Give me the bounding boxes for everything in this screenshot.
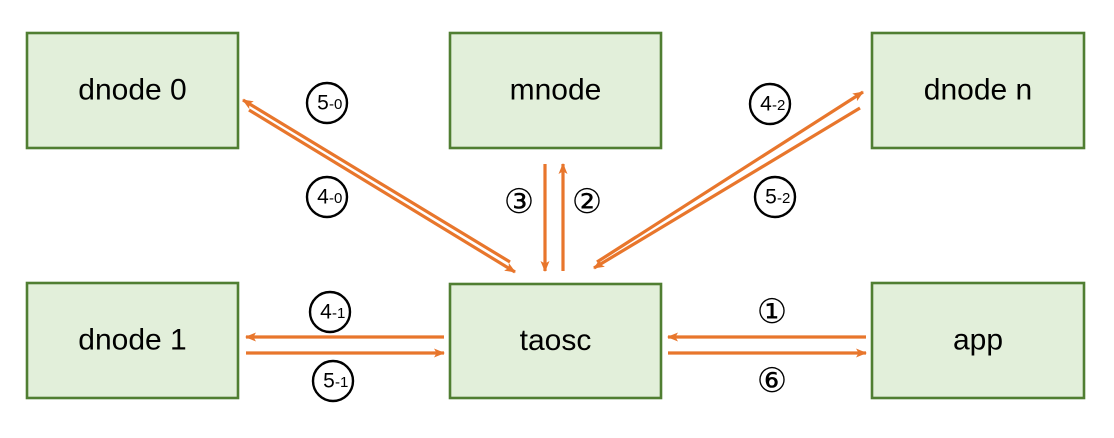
step-badge-circle (748, 82, 792, 126)
node-label: app (953, 323, 1003, 356)
step-badge-circle (311, 359, 355, 403)
arrow-line (596, 90, 864, 264)
step-badge-b4-1: 4-1 (308, 290, 352, 334)
node-label: dnode n (924, 73, 1032, 106)
step-badge-circle (753, 175, 797, 219)
step-badge-suffix: -2 (777, 190, 790, 207)
node-box (448, 31, 663, 150)
node-label: mnode (510, 73, 602, 106)
arrow-line (248, 108, 516, 274)
step-badge-number: 5 (317, 92, 329, 115)
step-badge-suffix: -2 (772, 97, 785, 114)
node-layer: dnode 0 mnode dnode n dnode 1 taosc app (25, 31, 1086, 400)
node-box (25, 281, 240, 400)
arrow-e4-0 (248, 108, 516, 274)
step-badge-b5-1: 5-1 (311, 359, 355, 403)
step-badge-number: 4 (320, 301, 332, 324)
arrow-line (242, 98, 511, 264)
step-badge-glyph: ③ (504, 182, 534, 222)
step-badge-circle (305, 175, 349, 219)
step-badge-b5-2: 5-2 (753, 175, 797, 219)
step-badge-number: 5 (765, 186, 777, 209)
step-badge-number: 4 (317, 186, 329, 209)
node-dnode1[interactable]: dnode 1 (25, 281, 240, 400)
step-badge-suffix: -1 (332, 305, 345, 322)
node-label: dnode 0 (78, 73, 186, 106)
step-badge-b3: ③ (504, 182, 534, 222)
step-badge-glyph: ① (757, 292, 787, 332)
node-label: dnode 1 (78, 323, 186, 356)
node-app[interactable]: app (870, 281, 1086, 400)
node-mnode[interactable]: mnode (448, 31, 663, 150)
step-badge-circle (305, 81, 349, 125)
step-badge-b4-2: 4-2 (748, 82, 792, 126)
step-badge-b1: ① (757, 292, 787, 332)
arrow-e5-2 (593, 106, 861, 270)
step-badge-glyph: ⑥ (757, 361, 787, 401)
node-box (448, 282, 663, 400)
step-badge-b4-0: 4-0 (305, 175, 349, 219)
node-box (870, 281, 1086, 400)
step-badge-suffix: -0 (329, 190, 342, 207)
step-badge-b5-0: 5-0 (305, 81, 349, 125)
node-box (25, 31, 240, 150)
edge-layer (242, 90, 867, 358)
node-label: taosc (520, 324, 592, 357)
step-badge-number: 4 (760, 93, 772, 116)
arrow-e4-2 (596, 90, 864, 264)
step-badge-circle (308, 290, 352, 334)
step-badge-suffix: -0 (329, 96, 342, 113)
node-box (870, 31, 1086, 150)
step-badge-b2: ② (572, 182, 602, 222)
step-badge-b6: ⑥ (757, 361, 787, 401)
node-dnoden[interactable]: dnode n (870, 31, 1086, 150)
arrow-line (593, 106, 861, 270)
node-dnode0[interactable]: dnode 0 (25, 31, 240, 150)
node-taosc[interactable]: taosc (448, 282, 663, 400)
step-badge-number: 5 (323, 370, 335, 393)
step-badge-glyph: ② (572, 182, 602, 222)
arrow-e5-0 (242, 98, 511, 264)
step-badge-suffix: -1 (335, 374, 348, 391)
